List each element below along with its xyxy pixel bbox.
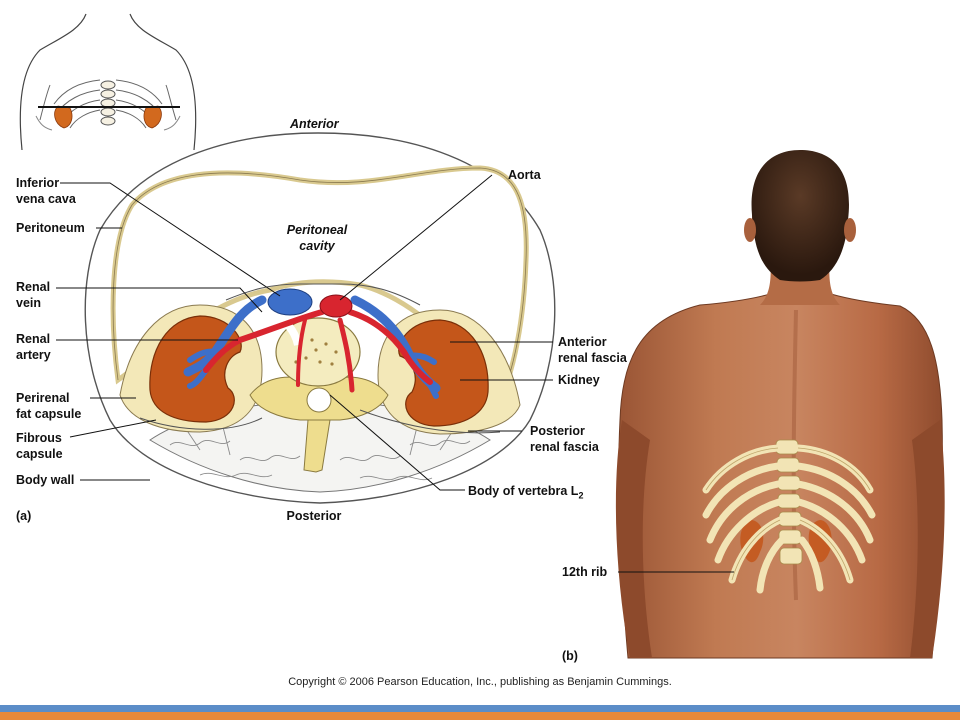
twelfth-rib-label: 12th rib (562, 565, 608, 579)
aorta (319, 294, 353, 318)
ivc-label-line1: Inferior (16, 176, 60, 190)
ivc-label-line2: vena cava (16, 192, 76, 206)
fibrous-capsule-label-line2: capsule (16, 447, 63, 461)
fibrous-capsule-label-line1: Fibrous (16, 431, 62, 445)
renal-vein-label-line2: vein (16, 296, 42, 310)
anterior-renal-fascia-label-line2: renal fascia (558, 351, 627, 365)
panel-a-label: (a) (16, 509, 32, 523)
aorta-label: Aorta (508, 168, 541, 182)
back-illustration (615, 150, 945, 659)
peritoneal-cavity-label-line1: Peritoneal (286, 223, 348, 237)
peritoneal-cavity-label-line2: cavity (299, 239, 335, 253)
vertebra-label: Body of vertebra L2 (468, 483, 583, 504)
vertebra-label-text: Body of vertebra L (468, 484, 579, 498)
anterior-label: Anterior (290, 117, 339, 131)
kidney-cross-section (56, 132, 556, 504)
posterior-renal-fascia-label-line2: renal fascia (530, 440, 599, 454)
renal-vein-label-line1: Renal (16, 280, 51, 294)
peritoneum-label: Peritoneum (16, 221, 85, 235)
vertebra-label-subscript: 2 (578, 490, 584, 501)
kidney-label: Kidney (558, 373, 600, 387)
posterior-label: Posterior (286, 509, 342, 523)
body-wall-label: Body wall (16, 473, 75, 487)
copyright-text: Copyright © 2006 Pearson Education, Inc.… (288, 676, 672, 688)
renal-artery-label-line1: Renal (16, 332, 51, 346)
perirenal-label-line2: fat capsule (16, 407, 82, 421)
torso-thumbnail (19, 13, 197, 151)
panel-b-label: (b) (562, 649, 578, 663)
anterior-renal-fascia-label-line1: Anterior (558, 335, 607, 349)
footer-bar-blue (0, 705, 960, 712)
perirenal-label-line1: Perirenal (16, 391, 70, 405)
footer-bar-orange (0, 712, 960, 720)
posterior-renal-fascia-label-line1: Posterior (530, 424, 585, 438)
renal-artery-label-line2: artery (16, 348, 51, 362)
